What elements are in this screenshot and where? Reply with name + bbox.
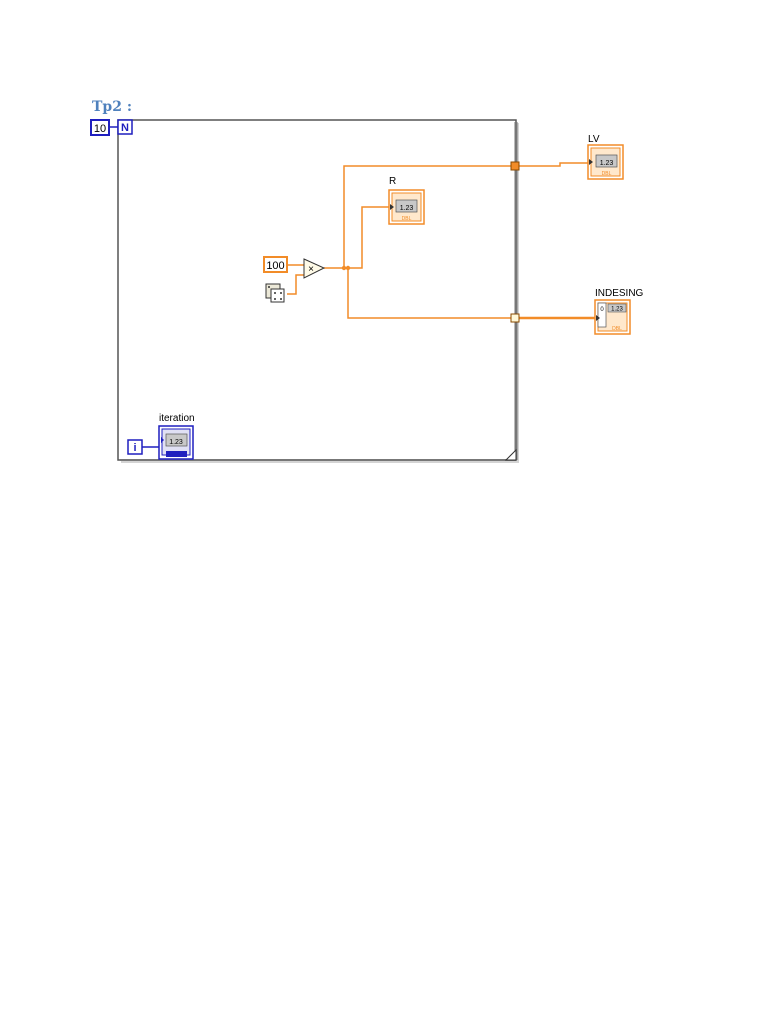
svg-text:1.23: 1.23 [611,307,623,313]
loop-resize-corner-icon[interactable] [504,448,517,461]
array-index-box[interactable] [597,302,607,328]
indicator-input-arrow-icon [589,159,593,165]
svg-text:DBL: DBL [612,326,622,332]
iteration-terminal-label: i [133,442,136,454]
svg-text:DBL: DBL [602,171,612,177]
iteration-indicator[interactable]: 1.23 [158,425,194,460]
indicator-input-arrow-icon [161,437,164,443]
multiplier-value: 100 [266,260,284,272]
for-loop[interactable] [117,119,519,463]
page-title: Tp2 : [92,99,132,115]
loop-count-constant[interactable]: 10 [90,119,110,136]
loop-count-value: 10 [94,123,106,135]
count-terminal[interactable]: N [117,119,133,135]
r-indicator-label: R [389,176,396,187]
iteration-terminal[interactable]: i [127,439,143,455]
svg-text:DBL: DBL [402,216,412,222]
lv-indicator-label: LV [588,134,600,145]
multiply-icon: × [308,264,314,275]
svg-text:0: 0 [600,307,604,313]
svg-text:1.23: 1.23 [400,205,414,212]
svg-text:1.23: 1.23 [600,160,614,167]
random-number-dice-icon[interactable] [265,283,285,303]
indicator-input-arrow-icon [596,315,600,321]
multiplier-constant[interactable]: 100 [263,256,288,273]
orange-wires [287,162,596,320]
r-indicator[interactable]: 1.23 DBL [388,189,425,225]
indesing-indicator-label: INDESING [595,288,644,299]
lv-indicator[interactable]: 1.23 DBL [587,144,624,180]
iteration-indicator-label: iteration [159,413,195,424]
multiply-node[interactable]: × [303,258,326,279]
count-terminal-label: N [121,122,129,134]
indesing-array-indicator[interactable]: 0 1.23 DBL [594,299,631,335]
indicator-input-arrow-icon [390,204,394,210]
svg-text:1.23: 1.23 [169,439,183,446]
output-tunnel-last-value[interactable] [510,161,520,171]
output-tunnel-indexing[interactable] [510,313,520,323]
